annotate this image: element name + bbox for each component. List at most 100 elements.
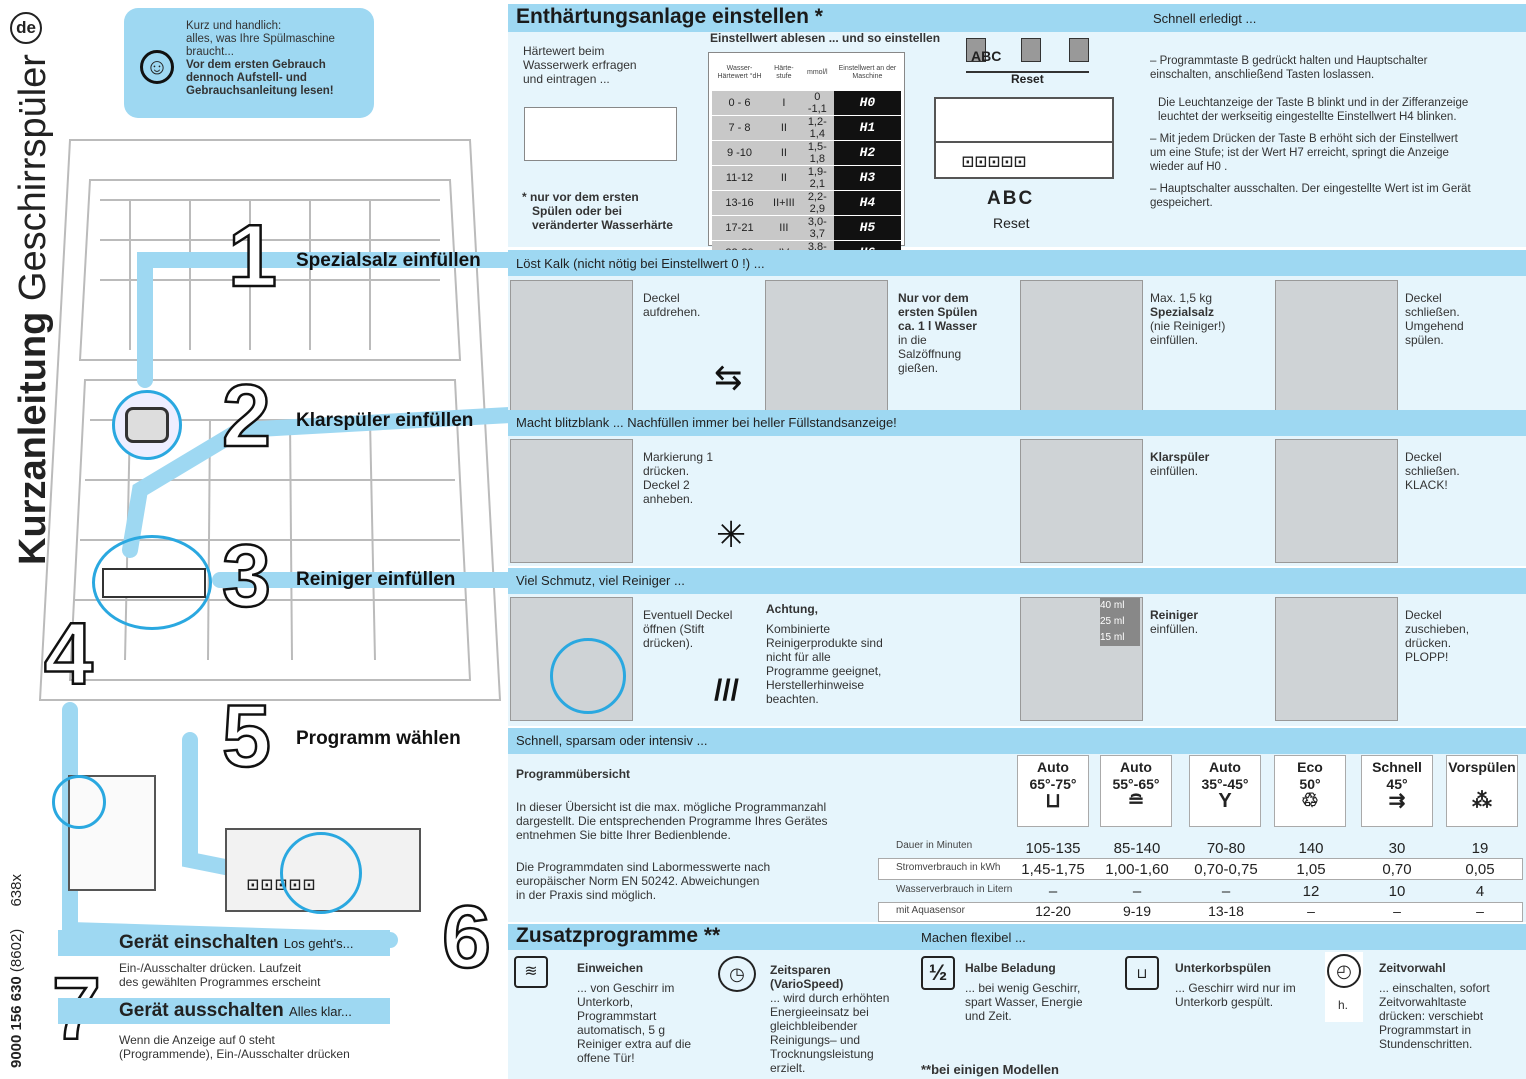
detergent-step-image-3 (1275, 597, 1398, 721)
salt-step-text-1: Deckel aufdrehen. (643, 291, 701, 319)
reset-buttons-illustration: ABC Reset (963, 38, 1093, 88)
text-line: in die Salzöffnung gießen. (898, 333, 962, 375)
bubble-line: alles, was Ihre Spülmaschine (186, 33, 335, 45)
program-name: Schnell (1372, 759, 1422, 775)
haerte-cell-dh: 17-21 (712, 215, 767, 241)
program-card[interactable]: Vorspülen⁂ (1446, 755, 1518, 827)
salt-step-text-2: Nur vor dem ersten Spülen ca. 1 l Wasser… (898, 291, 993, 375)
program-value-aqua: – (1393, 903, 1401, 919)
salt-cap-highlight (112, 390, 182, 460)
lower-basket-icon: ⊔ (1125, 956, 1159, 990)
measure-label: 40 ml (1100, 600, 1125, 611)
dishwasher-illustration (38, 139, 502, 701)
instr-line: Die Leuchtanzeige der Taste B blinkt und… (1158, 97, 1469, 123)
haerte-cell-code: H1 (833, 115, 901, 141)
step2-subtitle: Macht blitzblank ... Nachfüllen immer be… (516, 415, 897, 430)
code-date: (8602) (8, 928, 25, 973)
title-suffix: Los geht's... (283, 936, 354, 951)
text-line: Nur vor dem ersten Spülen ca. 1 l Wasser (898, 291, 978, 333)
program-overview-title: Programmübersicht (516, 767, 631, 781)
salt-step-image-3 (1020, 280, 1143, 432)
instr-line: – Hauptschalter ausschalten. Der eingest… (1150, 183, 1471, 209)
reset-label: Reset (993, 215, 1030, 231)
program-temp: 50° (1299, 776, 1321, 792)
text-line: Klarspüler (1150, 450, 1210, 464)
extra-title: Zeitsparen (VarioSpeed) (770, 963, 844, 991)
row-label: Wasserverbrauch in Litern (896, 884, 1013, 895)
text-line: einfüllen. (1150, 622, 1199, 636)
text-line: Härtewert beim (523, 44, 605, 58)
delay-start-button: ◴ h. (1325, 952, 1363, 1022)
text-line: Reiniger (1150, 608, 1199, 622)
plates-icon: ≘ (1127, 790, 1145, 812)
extra-footnote: **bei einigen Modellen (921, 1062, 1059, 1077)
salt-step-image-1 (510, 280, 633, 432)
haerte-cell-dh: 11-12 (712, 165, 767, 191)
haerte-right-title: Schnell erledigt ... (1153, 11, 1257, 26)
instr-line: – Mit jedem Drücken der Taste B erhöht s… (1150, 133, 1458, 173)
program-value-strom: 0,70-0,75 (1194, 861, 1258, 878)
step-number-1: 1 (227, 206, 278, 305)
step1-band (508, 250, 1526, 276)
text-line: Spezialsalz (1150, 305, 1215, 319)
dispenser-highlight (92, 535, 212, 630)
step2-band (508, 410, 1526, 436)
rinse-step-image-3 (1275, 439, 1398, 563)
program-value-dauer: 85-140 (1113, 840, 1161, 857)
text-line: Ein-/Ausschalter drücken. Laufzeit (119, 961, 302, 975)
program-value-strom: 0,70 (1382, 861, 1412, 878)
program-name: Auto (1209, 759, 1241, 775)
haerte-cell-code: H3 (833, 165, 901, 191)
haerte-cell-stufe: II (766, 140, 801, 166)
text-line: * nur vor dem ersten (522, 190, 639, 204)
program-value-dauer: 30 (1388, 840, 1406, 857)
text-line: des gewählten Programmes erscheint (119, 975, 321, 989)
extra-half-load: Halbe Beladung ... bei wenig Geschirr, s… (965, 961, 1100, 1023)
program-value-strom: 1,45-1,75 (1021, 861, 1085, 878)
row-strom-bg (878, 858, 1523, 880)
program-value-dauer: 19 (1471, 840, 1489, 857)
intro-bubble: ☺ Kurz und handlich: alles, was Ihre Spü… (124, 8, 374, 118)
extra-soak: Einweichen ... von Geschirr im Unterkorb… (577, 961, 697, 1065)
step-number-2: 2 (221, 366, 272, 465)
salt-cap-icon (125, 407, 169, 443)
program-value-aqua: – (1307, 903, 1315, 919)
vertical-code: 9000 156 630 (8602) 638x (8, 874, 25, 1068)
text-line: einfüllen. (1150, 464, 1199, 478)
program-value-dauer: 140 (1298, 840, 1324, 857)
haerte-cell-dh: 0 - 6 (712, 90, 767, 116)
haerte-cell-code: H5 (833, 215, 901, 241)
salt-step-image-2 (765, 280, 888, 432)
rinse-step-text-1: Markierung 1 drücken. Deckel 2 anheben. (643, 450, 714, 506)
bubble-line: Gebrauchsanleitung lesen! (186, 85, 334, 97)
bubble-line: braucht... (186, 46, 234, 58)
step3-band (508, 568, 1526, 594)
sparkle-icon: ✳ (716, 514, 747, 555)
extra-title: Einweichen (577, 961, 644, 975)
program-value-wasser: – (1221, 883, 1231, 900)
text-line: Max. 1,5 kg (1150, 291, 1213, 305)
switch-highlight (52, 775, 106, 829)
program-overview-text-1: In dieser Übersicht ist die max. möglich… (516, 800, 828, 842)
text-line: Kombinierte Reinigerprodukte sind nicht … (766, 622, 883, 706)
step3-subtitle: Viel Schmutz, viel Reiniger ... (516, 573, 685, 588)
text-line: Wasserwerk erfragen (523, 58, 637, 72)
rinse-step-text-2: Klarspüler einfüllen. (1150, 450, 1209, 478)
step5-band (508, 728, 1526, 754)
haerte-note: * nur vor dem ersten Spülen oder bei ver… (522, 190, 673, 232)
rinse-step-text-3: Deckel schließen. KLACK! (1405, 450, 1460, 492)
text-line: (nie Reiniger!) einfüllen. (1150, 319, 1226, 347)
detergent-step-text-1: Eventuell Deckel öffnen (Stift drücken). (643, 608, 733, 650)
program-name: Eco (1297, 759, 1323, 775)
haerte-cell-stufe: II (766, 115, 801, 141)
quick-icon: ⇉ (1388, 790, 1406, 812)
haerte-entry-field[interactable] (524, 107, 677, 161)
